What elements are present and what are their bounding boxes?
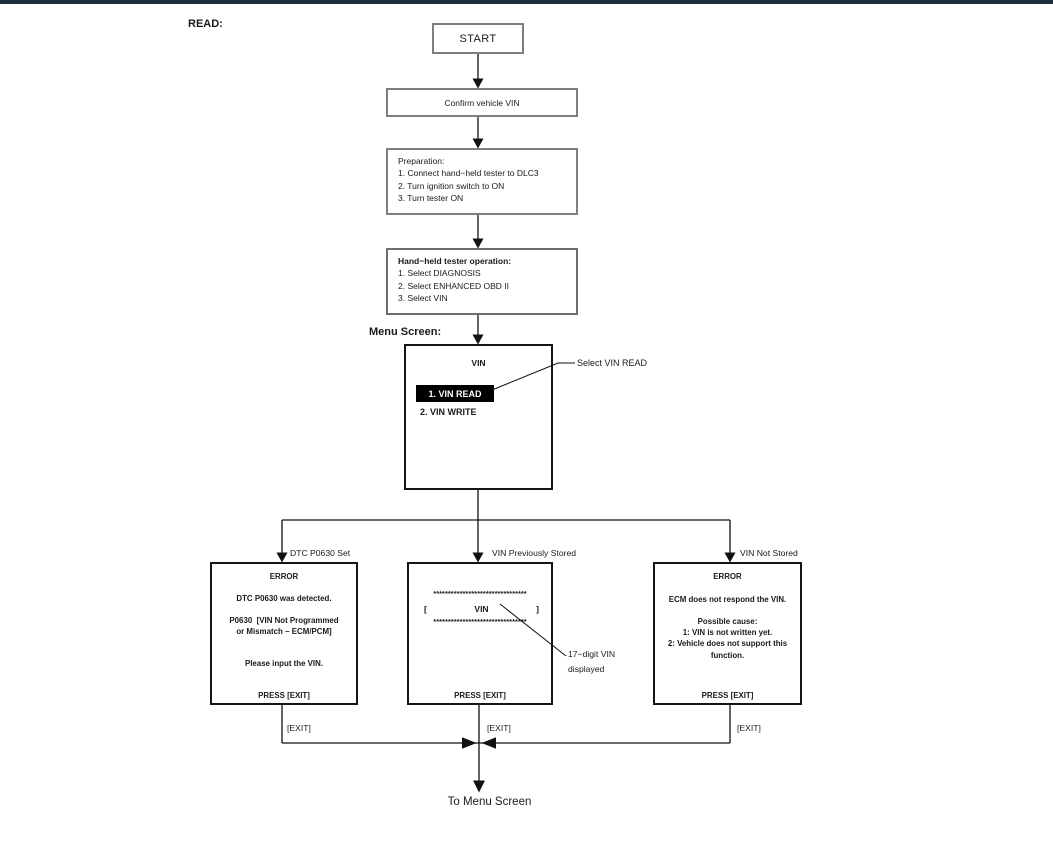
select-vin-read-annotation: Select VIN READ: [577, 358, 648, 368]
branch-label-vin-not-stored: VIN Not Stored: [740, 548, 798, 558]
to-menu-screen-label: To Menu Screen: [447, 796, 532, 808]
asterisk-row: ********************************: [433, 617, 527, 626]
vin-label: VIN: [474, 604, 489, 614]
arrowhead-down: [472, 238, 484, 249]
error-line: function.: [710, 651, 745, 660]
vin-display-screen: ******************************** [ VIN ]…: [407, 562, 553, 705]
error-line: Please input the VIN.: [244, 659, 324, 668]
asterisk-row: ********************************: [433, 589, 527, 598]
error-title: ERROR: [713, 572, 742, 581]
menu-title: VIN: [471, 358, 486, 368]
preparation-node: Preparation: 1. Connect hand−held tester…: [386, 148, 578, 215]
menu-item-vin-write: 2. VIN WRITE: [420, 407, 477, 417]
error-line: DTC P0630 was detected.: [236, 594, 332, 603]
arrowhead-down: [472, 552, 484, 563]
exit-label-left: [EXIT]: [287, 723, 311, 733]
exit-label-right: [EXIT]: [737, 723, 761, 733]
bracket-open: [: [424, 604, 427, 614]
arrowhead-down: [276, 552, 288, 563]
error-line: 2: Vehicle does not support this: [667, 639, 788, 648]
bracket-close: ]: [536, 604, 539, 614]
preparation-step: 3. Turn tester ON: [398, 193, 464, 204]
error-line: P0630 [VIN Not Programmed: [229, 616, 339, 625]
confirm-vin-node: Confirm vehicle VIN: [386, 88, 578, 117]
error-line: ECM does not respond the VIN.: [668, 595, 787, 604]
arrowhead-down: [473, 780, 485, 793]
vin-digits-annotation-line1: 17−digit VIN: [568, 649, 616, 659]
arrowhead-down: [724, 552, 736, 563]
read-section-label: READ:: [188, 18, 223, 30]
arrowhead-down: [472, 78, 484, 89]
error-line: or Mismatch − ECM/PCM]: [236, 627, 332, 636]
branch-label-dtc-set: DTC P0630 Set: [290, 548, 351, 558]
arrowhead-left: [481, 737, 496, 749]
menu-item-vin-read-selected: 1. VIN READ: [416, 385, 494, 402]
preparation-title: Preparation:: [398, 156, 445, 166]
tester-operation-step: 2. Select ENHANCED OBD II: [398, 280, 510, 291]
start-node: START: [432, 23, 524, 54]
error-screen-dtc-p0630: ERROR DTC P0630 was detected. P0630 [VIN…: [210, 562, 358, 705]
vin-menu-screen: VIN 1. VIN READ 2. VIN WRITE: [404, 344, 553, 490]
error-screen-vin-not-stored: ERROR ECM does not respond the VIN. Poss…: [653, 562, 802, 705]
press-exit-label: PRESS [EXIT]: [454, 691, 506, 700]
preparation-step: 1. Connect hand−held tester to DLC3: [398, 168, 539, 179]
arrowhead-down: [472, 138, 484, 149]
tester-operation-step: 3. Select VIN: [398, 293, 448, 304]
tester-operation-title: Hand−held tester operation:: [398, 256, 512, 266]
vin-digits-annotation-line2: displayed: [568, 664, 605, 674]
vin-bracket-row: [ VIN ]: [424, 604, 539, 614]
error-line: Possible cause:: [697, 617, 758, 626]
press-exit-label: PRESS [EXIT]: [258, 691, 310, 700]
tester-operation-node: Hand−held tester operation: 1. Select DI…: [386, 248, 578, 315]
top-border-bar: [0, 0, 1053, 4]
press-exit-label: PRESS [EXIT]: [701, 691, 754, 700]
error-title: ERROR: [269, 572, 299, 581]
error-line: 1: VIN is not written yet.: [682, 628, 773, 637]
preparation-step: 2. Turn ignition switch to ON: [398, 180, 505, 191]
arrowhead-down: [472, 334, 484, 345]
arrowhead-right: [462, 737, 477, 749]
tester-operation-step: 1. Select DIAGNOSIS: [398, 268, 481, 279]
exit-label-center: [EXIT]: [487, 723, 511, 733]
menu-screen-label: Menu Screen:: [369, 326, 442, 338]
branch-label-vin-stored: VIN Previously Stored: [492, 548, 577, 558]
